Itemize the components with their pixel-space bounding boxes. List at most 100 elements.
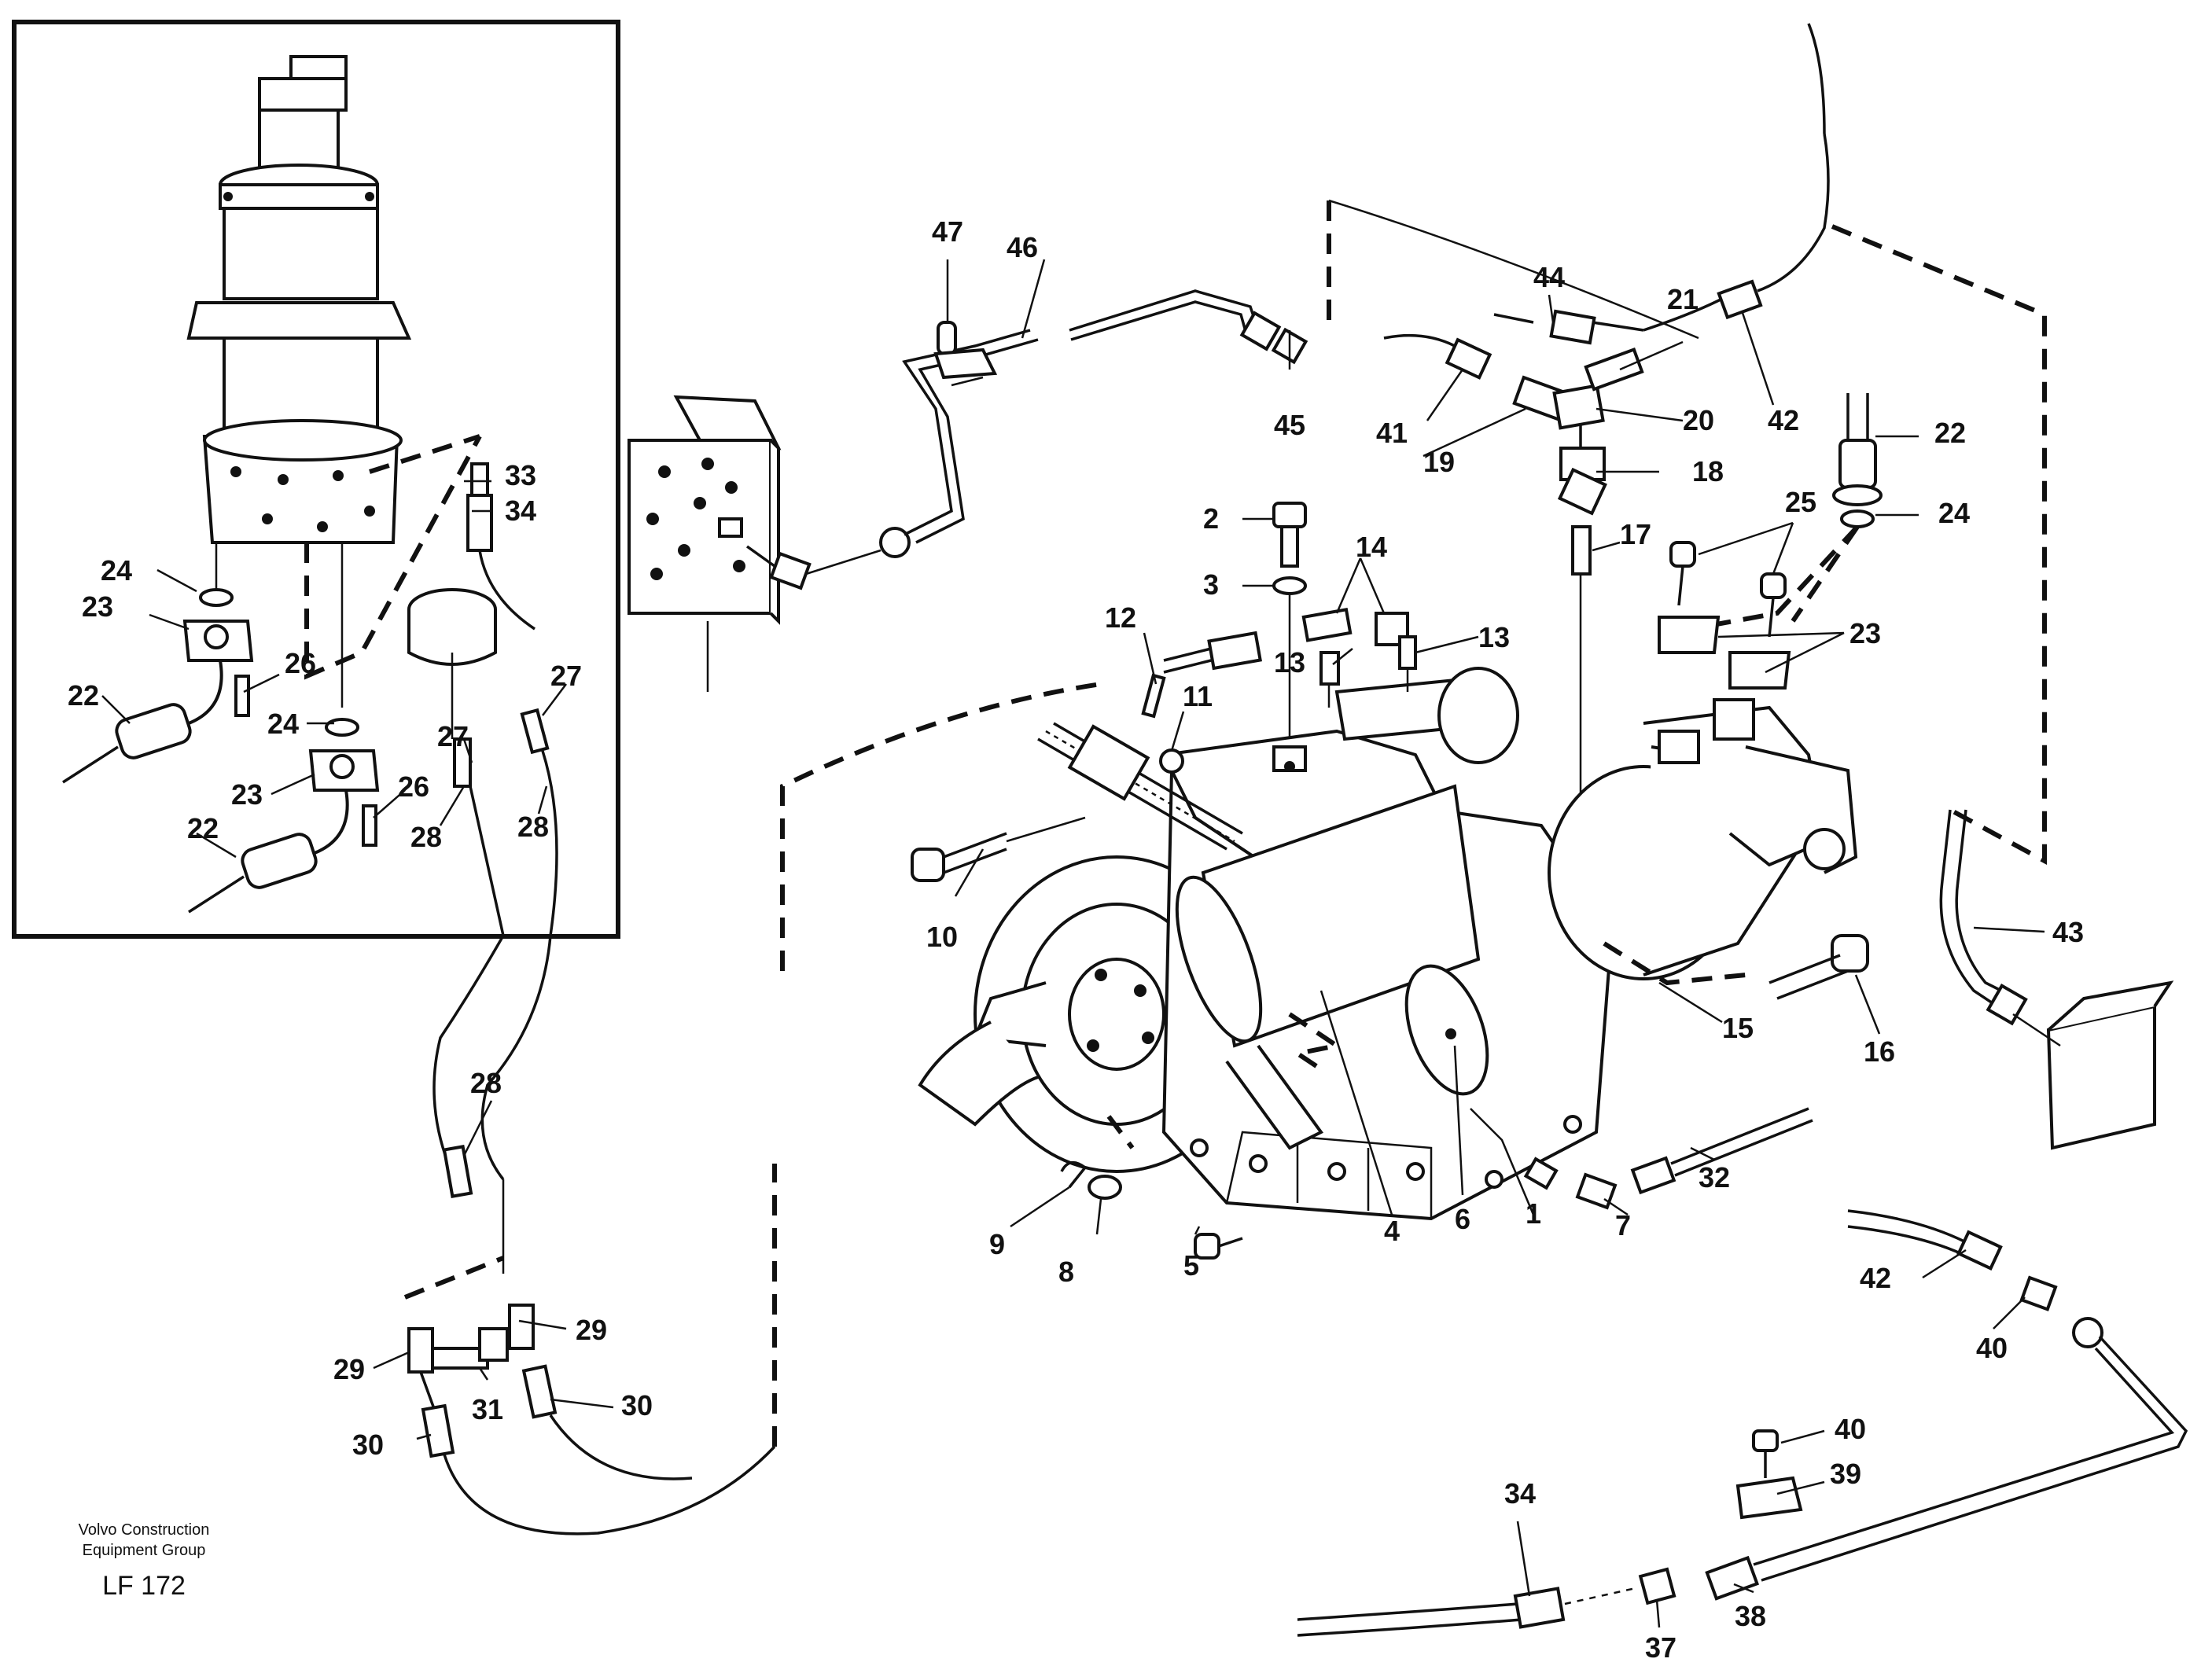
callout-30: 30 bbox=[352, 1429, 384, 1461]
clamp-45 bbox=[933, 321, 998, 387]
callout-45: 47 bbox=[932, 215, 963, 248]
callout-1: 1 bbox=[1526, 1197, 1541, 1230]
lower-tube-36-40 bbox=[1705, 1209, 2188, 1601]
bolt-2-washer-3 bbox=[1272, 502, 1307, 739]
callout-23: 23 bbox=[231, 778, 263, 811]
callout-28: 28 bbox=[517, 811, 549, 843]
fittings-27-28 bbox=[453, 708, 558, 936]
callout-43: 45 bbox=[1274, 409, 1305, 441]
callout-23: 23 bbox=[82, 590, 113, 623]
callout-27: 27 bbox=[550, 660, 582, 692]
callout-33: 33 bbox=[505, 459, 536, 491]
callout-21: 21 bbox=[1667, 283, 1699, 315]
callout-29: 29 bbox=[576, 1314, 607, 1346]
caption-block: Volvo Construction Equipment Group LF 17… bbox=[79, 1521, 210, 1601]
callout-24: 24 bbox=[267, 708, 299, 740]
callout-34: 34 bbox=[505, 495, 536, 527]
callout-20: 20 bbox=[1683, 404, 1714, 436]
callout-3: 3 bbox=[1203, 568, 1219, 601]
callout-14: 14 bbox=[1356, 531, 1387, 563]
callout-11: 11 bbox=[1183, 680, 1213, 712]
callout-24: 24 bbox=[1938, 497, 1970, 529]
callout-10: 10 bbox=[926, 921, 958, 953]
callout-27: 27 bbox=[437, 720, 469, 752]
company-line-2: Equipment Group bbox=[83, 1542, 206, 1559]
callout-7: 7 bbox=[1615, 1209, 1631, 1241]
tube-44 bbox=[745, 289, 1308, 590]
callout-34: 34 bbox=[1504, 1477, 1536, 1510]
hose-13-14 bbox=[1163, 608, 1417, 708]
callout-35: 37 bbox=[1645, 1631, 1676, 1664]
tank-box bbox=[2046, 1004, 2156, 1150]
callout-28: 28 bbox=[470, 1067, 502, 1099]
callout-8: 8 bbox=[1058, 1256, 1074, 1288]
callout-numbers: 33 34 24 23 22 26 24 23 26 22 27 27 28 2… bbox=[68, 215, 2084, 1664]
callout-leaders bbox=[101, 259, 2045, 1628]
bolts-25-flanges-23 bbox=[1658, 541, 1791, 690]
callout-16: 16 bbox=[1864, 1035, 1895, 1068]
small-parts-5-8-9 bbox=[1060, 1160, 1243, 1260]
callout-41: 42 bbox=[1768, 404, 1799, 436]
dash-right-frame bbox=[1831, 224, 2047, 866]
bolt-10 bbox=[911, 816, 1086, 882]
callout-13: 13 bbox=[1478, 621, 1510, 653]
callout-23: 23 bbox=[1849, 617, 1881, 649]
callout-17: 17 bbox=[1620, 518, 1651, 550]
callout-40: 41 bbox=[1376, 417, 1408, 449]
dash-24-25 bbox=[1690, 524, 1860, 631]
callout-26: 26 bbox=[398, 770, 429, 803]
hose-28-right bbox=[480, 935, 552, 1181]
callout-41: 43 bbox=[2052, 916, 2084, 948]
hose-41-box bbox=[1939, 809, 2174, 1150]
inset-detail bbox=[12, 20, 620, 939]
callout-39: 40 bbox=[1976, 1332, 2008, 1364]
tee-group-18-21 bbox=[1383, 23, 1830, 865]
inset-dash-leader-2 bbox=[369, 434, 480, 474]
callout-28: 28 bbox=[410, 821, 442, 853]
callout-25: 25 bbox=[1785, 486, 1816, 518]
callout-9: 9 bbox=[989, 1228, 1005, 1260]
hose-28-left bbox=[432, 935, 505, 1164]
swivel-joint bbox=[186, 55, 412, 544]
callout-32: 32 bbox=[1699, 1161, 1730, 1193]
tee-group-29-31 bbox=[403, 1179, 776, 1535]
callout-13: 13 bbox=[1274, 646, 1305, 679]
callout-5: 5 bbox=[1183, 1249, 1199, 1282]
company-line-1: Volvo Construction bbox=[79, 1521, 210, 1539]
callout-36: 38 bbox=[1735, 1600, 1766, 1632]
callout-29: 29 bbox=[333, 1353, 365, 1385]
dash-leader-upper bbox=[780, 682, 1102, 971]
callout-44: 46 bbox=[1007, 231, 1038, 263]
elbow-assembly-lower bbox=[188, 718, 380, 914]
callout-4: 4 bbox=[1384, 1215, 1400, 1247]
callout-37: 39 bbox=[1830, 1458, 1861, 1490]
fitting-33-34 bbox=[466, 462, 536, 631]
dash-15-16 bbox=[1603, 941, 1746, 986]
callout-30: 30 bbox=[621, 1389, 653, 1421]
callout-2: 2 bbox=[1203, 502, 1219, 535]
fittings-7-32 bbox=[1523, 1107, 1813, 1210]
callout-42: 44 bbox=[1533, 261, 1565, 293]
elbow-assembly-upper bbox=[62, 588, 254, 784]
callout-22: 22 bbox=[68, 679, 99, 712]
callout-38: 40 bbox=[1835, 1413, 1866, 1445]
inset-dash-leader bbox=[304, 435, 482, 680]
callout-19: 19 bbox=[1423, 446, 1455, 478]
fitting-28-lower bbox=[442, 1145, 473, 1198]
hose-34-bottom bbox=[1297, 1567, 1676, 1637]
main-pump-assembly bbox=[918, 667, 1858, 1221]
callout-6: 6 bbox=[1455, 1203, 1470, 1235]
callout-22: 22 bbox=[187, 812, 219, 844]
distributor-cap bbox=[407, 588, 497, 739]
valve-block-47 bbox=[628, 395, 782, 625]
inset-frame bbox=[12, 20, 620, 939]
callout-18: 18 bbox=[1692, 455, 1724, 487]
bolt-16 bbox=[1768, 934, 1869, 1000]
pin-12 bbox=[1141, 673, 1166, 719]
callout-24: 24 bbox=[101, 554, 132, 587]
dash-left-main bbox=[1288, 1012, 1343, 1072]
callout-31: 31 bbox=[472, 1393, 503, 1425]
clamp-37-38 bbox=[1735, 1429, 1803, 1520]
callout-12: 12 bbox=[1105, 601, 1136, 634]
